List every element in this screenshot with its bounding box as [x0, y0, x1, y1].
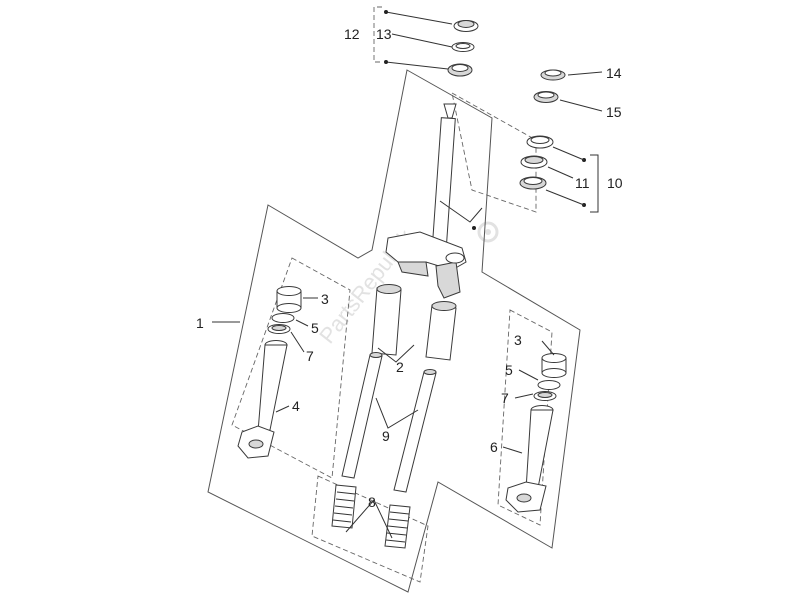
- bracket-12: [373, 6, 382, 63]
- part-inner-tube-left: [341, 352, 383, 479]
- label-9: 9: [382, 428, 390, 444]
- label-7-right: 7: [501, 390, 509, 406]
- part-ring-left: [267, 324, 291, 334]
- part-labels: 1 2 3 3 4 5 5 6 7 7 8 9 10 11 12 13 14 1…: [196, 26, 623, 510]
- label-7-left: 7: [306, 348, 314, 364]
- label-5-left: 5: [311, 320, 319, 336]
- part-fork-leg-right: [505, 405, 554, 513]
- watermark-gear-icon: [477, 221, 499, 243]
- bearing-dashed-frame: [451, 92, 537, 213]
- part-bearing-race-lower: [519, 176, 547, 190]
- part-bearing-race-upper: [526, 135, 554, 149]
- part-ring-right: [533, 391, 557, 401]
- springs-dashed-frame: [311, 475, 429, 583]
- leader-lines: [212, 11, 603, 539]
- part-adjust-ring: [533, 91, 559, 103]
- part-spring-right: [384, 504, 411, 549]
- label-1: 1: [196, 315, 204, 331]
- left-leg-dashed-frame: [231, 257, 351, 479]
- label-8: 8: [368, 494, 376, 510]
- part-locknut: [540, 69, 566, 81]
- label-6: 6: [490, 439, 498, 455]
- part-fork-leg-left: [237, 340, 288, 459]
- label-14: 14: [606, 65, 622, 81]
- label-10: 10: [607, 175, 623, 191]
- part-seal-left: [271, 313, 295, 323]
- label-15: 15: [606, 104, 622, 120]
- part-bearing-cage: [520, 155, 548, 169]
- part-upper-cup: [447, 63, 473, 77]
- part-fork-slider-left: [371, 284, 402, 356]
- label-12: 12: [344, 26, 360, 42]
- part-bushing-left: [276, 286, 302, 313]
- right-leg-dashed-frame: [497, 309, 553, 526]
- part-fork-slider-right: [425, 301, 457, 361]
- label-5-right: 5: [505, 362, 513, 378]
- part-seal-right: [537, 380, 561, 390]
- part-bushing-right: [541, 353, 567, 378]
- label-3-left: 3: [321, 291, 329, 307]
- part-upper-washer: [453, 20, 479, 32]
- label-3-right: 3: [514, 332, 522, 348]
- label-2: 2: [396, 359, 404, 375]
- label-4: 4: [292, 398, 300, 414]
- part-spring-left: [331, 484, 357, 529]
- label-11: 11: [575, 175, 590, 191]
- part-inner-tube-right: [393, 369, 437, 493]
- label-13: 13: [376, 26, 392, 42]
- part-steering-stem: [385, 103, 467, 299]
- dot-connectors: [384, 10, 599, 230]
- part-upper-ring: [451, 42, 475, 52]
- assembly-outline-frame: [207, 69, 581, 593]
